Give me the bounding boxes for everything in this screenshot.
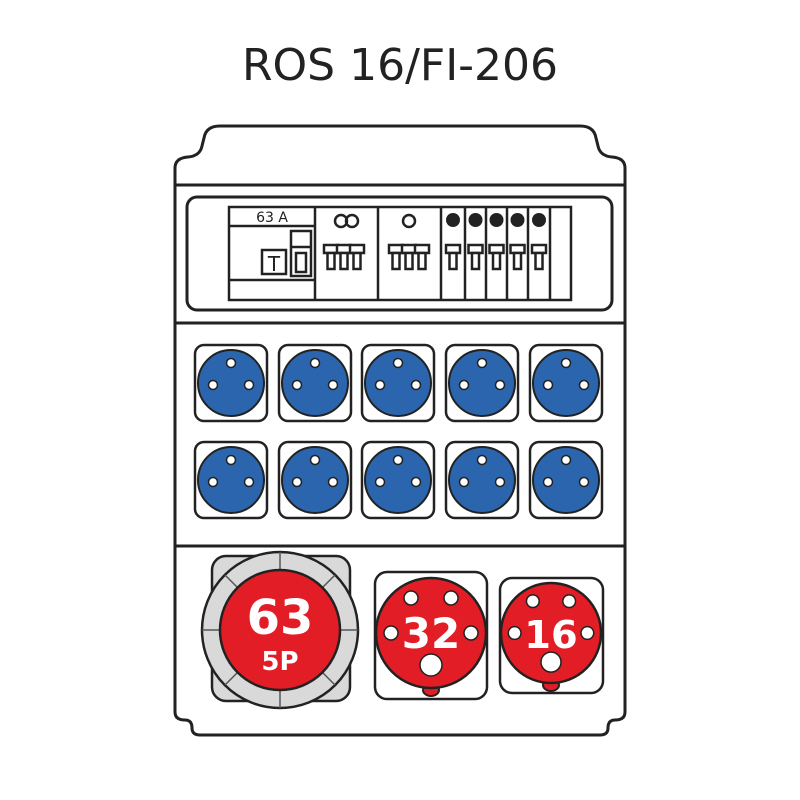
socket-hole bbox=[542, 379, 554, 391]
schuko-socket[interactable] bbox=[360, 440, 436, 520]
schuko-socket[interactable] bbox=[360, 343, 436, 423]
rating-label: 32 bbox=[402, 609, 460, 658]
socket-hole bbox=[494, 476, 506, 488]
rcd-test-box bbox=[260, 248, 288, 276]
mcb-indicator-icon bbox=[489, 213, 504, 227]
socket-hole bbox=[494, 379, 506, 391]
socket-hole bbox=[410, 476, 422, 488]
socket-hole bbox=[327, 476, 339, 488]
pin-hole bbox=[540, 651, 562, 673]
breaker-toggle[interactable] bbox=[348, 243, 366, 271]
pin-hole bbox=[443, 590, 459, 606]
cee-socket-16a[interactable]: 16 bbox=[498, 576, 605, 695]
socket-hole bbox=[560, 357, 572, 369]
breaker-frame bbox=[227, 205, 573, 302]
breaker-toggle[interactable] bbox=[413, 243, 431, 271]
socket-hole bbox=[225, 357, 237, 369]
socket-hole bbox=[458, 379, 470, 391]
enclosure-outline bbox=[173, 124, 627, 737]
schuko-socket[interactable] bbox=[444, 343, 520, 423]
socket-hole bbox=[207, 379, 219, 391]
rating-label: 63 bbox=[247, 590, 314, 646]
socket-hole bbox=[560, 454, 572, 466]
pin-hole bbox=[403, 590, 419, 606]
socket-hole bbox=[476, 454, 488, 466]
pin-hole bbox=[463, 625, 479, 641]
socket-hole bbox=[476, 357, 488, 369]
socket-hole bbox=[309, 357, 321, 369]
socket-hole bbox=[578, 476, 590, 488]
socket-hole bbox=[243, 476, 255, 488]
socket-hole bbox=[243, 379, 255, 391]
pin-hole bbox=[383, 625, 399, 641]
socket-hole bbox=[392, 357, 404, 369]
socket-hole bbox=[410, 379, 422, 391]
socket-hole bbox=[207, 476, 219, 488]
fi-symbol-icon bbox=[401, 213, 417, 229]
socket-hole bbox=[374, 476, 386, 488]
pin-hole bbox=[507, 625, 522, 641]
pin-hole bbox=[419, 653, 443, 677]
schuko-socket[interactable] bbox=[193, 343, 269, 423]
rcd-rating-label: 63 A bbox=[256, 210, 288, 226]
pin-hole bbox=[525, 594, 540, 609]
breaker-toggle[interactable] bbox=[509, 243, 526, 271]
poles-label: 5P bbox=[261, 647, 298, 677]
schuko-socket[interactable] bbox=[277, 343, 353, 423]
breaker-row bbox=[227, 205, 573, 302]
breaker-toggle[interactable] bbox=[488, 243, 505, 271]
socket-hole bbox=[374, 379, 386, 391]
schuko-socket[interactable] bbox=[528, 440, 604, 520]
breaker-window bbox=[185, 195, 614, 312]
pin-hole bbox=[562, 594, 577, 609]
socket-hole bbox=[392, 454, 404, 466]
product-title: ROS 16/FI-206 bbox=[241, 40, 559, 91]
socket-hole bbox=[309, 454, 321, 466]
pin-hole bbox=[580, 625, 595, 641]
cee-socket-32a[interactable]: 32 bbox=[373, 570, 489, 701]
socket-hole bbox=[542, 476, 554, 488]
breaker-toggle[interactable] bbox=[444, 243, 462, 271]
socket-hole bbox=[225, 454, 237, 466]
breaker-toggle[interactable] bbox=[467, 243, 484, 271]
socket-hole bbox=[291, 476, 303, 488]
mcb-indicator-icon bbox=[446, 213, 460, 227]
mcb-indicator-icon bbox=[468, 213, 483, 227]
socket-hole bbox=[291, 379, 303, 391]
schuko-socket[interactable] bbox=[193, 440, 269, 520]
schuko-socket[interactable] bbox=[444, 440, 520, 520]
schuko-socket[interactable] bbox=[277, 440, 353, 520]
socket-hole bbox=[578, 379, 590, 391]
breaker-toggle[interactable] bbox=[530, 243, 548, 271]
socket-hole bbox=[458, 476, 470, 488]
rating-label: 16 bbox=[524, 613, 577, 658]
socket-hole bbox=[327, 379, 339, 391]
mcb-indicator-icon bbox=[510, 213, 525, 227]
mcb-indicator-icon bbox=[532, 213, 546, 227]
rcd-test-button[interactable]: T bbox=[267, 252, 281, 276]
schuko-socket[interactable] bbox=[528, 343, 604, 423]
